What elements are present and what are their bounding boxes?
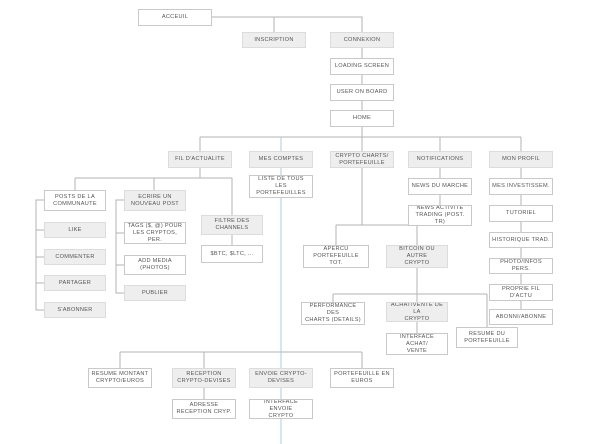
node-crypto-charts: CRYPTO CHARTS/ PORTEFEUILLE — [330, 151, 394, 168]
node-historique-trad: HISTORIQUE TRAD. — [489, 232, 553, 248]
node-liste-portefeuilles: LISTE DE TOUS LES PORTEFEUILLES — [249, 175, 313, 198]
node-connexion: CONNEXION — [330, 32, 394, 48]
node-interface-envoie: INTERFACE ENVOIE CRYPTO — [249, 399, 313, 419]
node-posts-communaute: POSTS DE LA COMMUNAUTE — [44, 190, 106, 211]
node-proprie-fil: PROPRIE FIL D'ACTU — [489, 284, 553, 301]
node-btc-ltc: $BTC, $LTC, ... — [201, 245, 263, 263]
node-filtre-channels: FILTRE DES CHANNELS — [201, 215, 263, 235]
node-loading-screen: LOADING SCREEN — [330, 58, 394, 75]
node-fil-actualite: FIL D'ACTUALITE — [168, 151, 232, 168]
connector — [212, 16, 363, 32]
node-resume-portefeuille: RESUME DU PORTEFEUILLE — [456, 327, 518, 348]
node-performance-charts: PERFORMANCE DES CHARTS (DETAILS) — [301, 302, 365, 325]
node-envoie-devises: ENVOIE CRYPTO- DEVISES — [249, 368, 313, 388]
node-home: HOME — [330, 110, 394, 127]
node-photo-infos: PHOTO/INFOS PERS. — [489, 258, 553, 274]
node-achat-vente: ACHAT/VENTE DE LA CRYPTO — [386, 302, 448, 322]
node-adresse-reception: ADRESSE RECEPTION CRYP. — [172, 399, 236, 419]
node-mon-profil: MON PROFIL — [489, 151, 553, 168]
node-notifications: NOTIFICATIONS — [408, 151, 472, 168]
node-apercu-portefeuille: APERCU PORTEFEUILLE TOT. — [303, 245, 369, 268]
connector — [35, 199, 44, 311]
node-partager: PARTAGER — [44, 275, 106, 291]
node-add-media: ADD MEDIA (PHOTOS) — [124, 255, 186, 275]
node-tags: TAGS ($, @) POUR LES CRYPTOS, PER. — [124, 222, 186, 244]
node-reception-devises: RECEPTION CRYPTO-DEVISES — [172, 368, 236, 388]
node-inscription: INSCRIPTION — [242, 32, 306, 48]
node-ecrire-post: ECRIRE UN NOUVEAU POST — [124, 190, 186, 211]
node-bitcoin-autre: BITCOIN OU AUTRE CRYPTO — [386, 245, 448, 268]
connector — [115, 199, 124, 294]
node-news-marche: NEWS DU MARCHE — [408, 178, 472, 195]
node-tutoriel: TUTORIEL — [489, 205, 553, 222]
node-commenter: COMMENTER — [44, 249, 106, 265]
node-user-onboard: USER ON BOARD — [330, 84, 394, 101]
node-portefeuille-euros: PORTEFEUILLE EN EUROS — [330, 368, 394, 388]
node-mes-comptes: MES COMPTES — [249, 151, 313, 168]
node-news-activite: NEWS ACTIVITE TRADING (POST. TR) — [408, 205, 472, 226]
node-interface-achat-vente: INTERFACE ACHAT/ VENTE — [386, 333, 448, 355]
node-resume-montant: RESUME MONTANT CRYPTO/EUROS — [88, 368, 152, 388]
node-like: LIKE — [44, 222, 106, 238]
node-sabonner: S'ABONNER — [44, 302, 106, 318]
node-mes-investissem: MES INVESTISSEM. — [489, 178, 553, 195]
gray-connectors — [35, 16, 522, 399]
node-abonni-abonne: ABONNI/ABONNE — [489, 309, 553, 325]
node-publier: PUBLIER — [124, 285, 186, 301]
node-accueil: ACCEUIL — [138, 9, 212, 26]
